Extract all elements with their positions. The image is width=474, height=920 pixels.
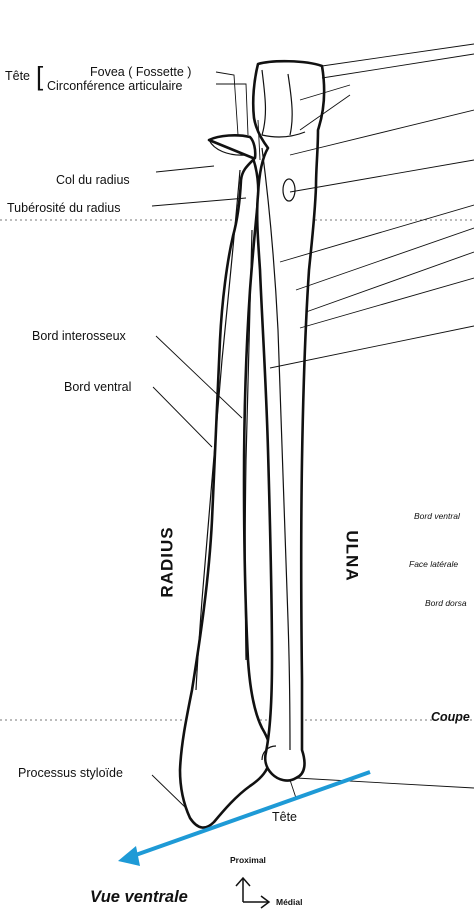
right-label-coupe: Coupe [431,710,470,724]
label-bord-ventral: Bord ventral [64,380,132,394]
radius-detail [195,139,253,691]
ulna-detail [261,69,306,761]
label-tuberosite: Tubérosité du radius [7,201,121,215]
ulna-label: ULNA [342,530,362,582]
label-processus-styloide: Processus styloïde [18,766,123,780]
radius-label: RADIUS [157,526,177,598]
compass-proximal: Proximal [230,855,266,865]
compass-icon [235,876,271,909]
right-label-bord-ventral: Bord ventral [414,511,460,521]
label-bord-interosseux: Bord interosseux [32,329,126,343]
right-label-face-laterale: Face latérale [409,559,459,569]
label-circonference: Circonférence articulaire [47,79,183,93]
label-tete-ulna: Tête [272,810,298,824]
label-col-radius: Col du radius [56,173,130,187]
ulna-bone [251,59,326,782]
bracket: [ [36,61,44,91]
radius-bone [178,134,272,829]
label-tete: Tête [5,69,31,83]
leader-lines [151,43,474,809]
label-fovea: Fovea ( Fossette ) [90,65,192,79]
direction-arrow-icon [118,770,371,866]
right-label-bord-dorsal: Bord dorsa [425,598,467,608]
compass-medial: Médial [276,897,303,907]
view-title: Vue ventrale [90,888,188,906]
